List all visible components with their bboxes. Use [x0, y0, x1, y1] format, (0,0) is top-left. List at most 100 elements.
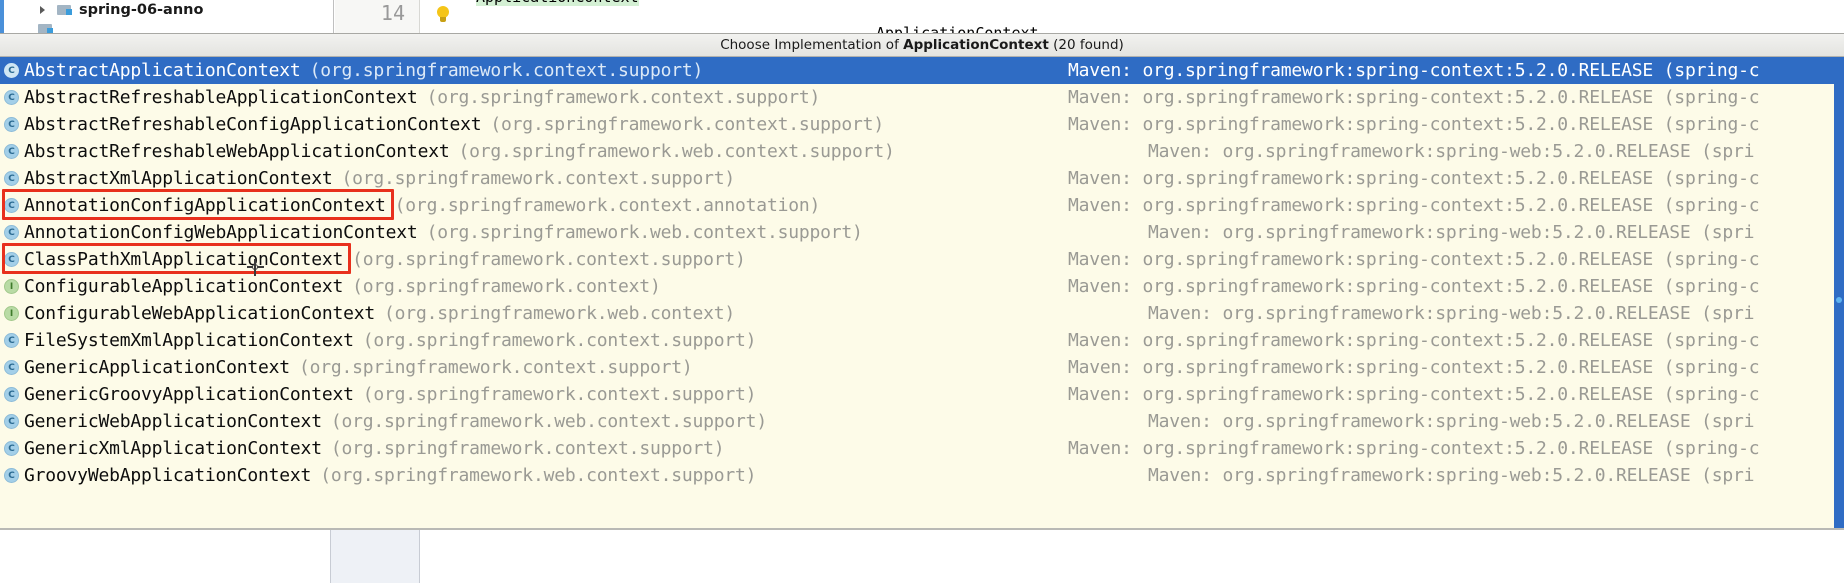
list-item[interactable]: C FileSystemXmlApplicationContext (org.spr…: [0, 327, 1844, 354]
module-folder-icon: [57, 3, 73, 17]
class-icon: C: [4, 360, 19, 375]
list-item-library: Maven: org.springframework:spring-contex…: [1068, 114, 1760, 135]
list-item-package: (org.springframework.web.context): [384, 303, 736, 324]
list-item[interactable]: C AnnotationConfigApplicationContext (org.…: [0, 192, 1844, 219]
editor-code-fragment: ApplicationContext: [476, 0, 639, 6]
bottom-divider: [0, 528, 1844, 530]
class-icon: C: [4, 441, 19, 456]
module-folder-icon: [38, 24, 54, 33]
list-item[interactable]: C AbstractRefreshableWebApplicationContex…: [0, 138, 1844, 165]
editor-code-fragment-2: ApplicationContext: [876, 24, 1039, 33]
list-item[interactable]: C GenericXmlApplicationContext (org.spring…: [0, 435, 1844, 462]
class-icon: C: [4, 225, 19, 240]
class-icon: C: [4, 198, 19, 213]
editor-gutter: 14: [335, 0, 420, 33]
list-item-package: (org.springframework.context.support): [426, 87, 821, 108]
list-item-library: Maven: org.springframework:spring-web:5.…: [1148, 411, 1755, 432]
list-item-library: Maven: org.springframework:spring-contex…: [1068, 384, 1760, 405]
list-item[interactable]: C AbstractXmlApplicationContext (org.sprin…: [0, 165, 1844, 192]
list-scrollbar[interactable]: [1834, 57, 1844, 528]
list-item-package: (org.springframework.web.context.support…: [458, 141, 895, 162]
list-item-class-name: ConfigurableWebApplicationContext: [24, 303, 376, 324]
list-item-package: (org.springframework.web.context.support…: [426, 222, 863, 243]
list-item-package: (org.springframework.context.support): [352, 249, 746, 270]
list-item-class-name: AbstractApplicationContext: [24, 60, 301, 81]
class-icon: C: [4, 333, 19, 348]
scrollbar-marker: [1836, 297, 1842, 303]
list-item-library: Maven: org.springframework:spring-contex…: [1068, 438, 1760, 459]
list-item-package: (org.springframework.context): [352, 276, 661, 297]
list-item-class-name: AbstractXmlApplicationContext: [24, 168, 333, 189]
list-item-class-name: GenericXmlApplicationContext: [24, 438, 322, 459]
list-item-class-name: AbstractRefreshableConfigApplicationCont…: [24, 114, 482, 135]
list-item[interactable]: C GenericGroovyApplicationContext (org.spr…: [0, 381, 1844, 408]
project-tree-node[interactable]: spring-06-anno: [38, 2, 203, 18]
popup-title: Choose Implementation of ApplicationCont…: [720, 37, 1124, 53]
list-item-class-name: GenericGroovyApplicationContext: [24, 384, 354, 405]
list-item-class-name: AbstractRefreshableWebApplicationContext: [24, 141, 450, 162]
list-item-class-name: ClassPathXmlApplicationContext: [24, 249, 344, 270]
list-item-class-name: GenericWebApplicationContext: [24, 411, 322, 432]
popup-title-symbol: ApplicationContext: [903, 37, 1049, 53]
class-icon: C: [4, 63, 19, 78]
list-item-library: Maven: org.springframework:spring-contex…: [1068, 357, 1760, 378]
class-icon: C: [4, 90, 19, 105]
list-item-class-name: GenericApplicationContext: [24, 357, 290, 378]
list-item-class-name: AnnotationConfigApplicationContext: [24, 195, 386, 216]
list-item[interactable]: C GenericApplicationContext (org.springfra…: [0, 354, 1844, 381]
list-item-package: (org.springframework.web.context.support…: [320, 465, 757, 486]
list-item-class-name: AbstractRefreshableApplicationContext: [24, 87, 418, 108]
list-item-package: (org.springframework.web.context.support…: [330, 411, 767, 432]
list-item-package: (org.springframework.context.support): [298, 357, 693, 378]
list-item[interactable]: C ClassPathXmlApplicationContext (org.spri…: [0, 246, 1844, 273]
project-tree-node-label: spring-06-anno: [79, 2, 204, 18]
interface-icon: I: [4, 279, 19, 294]
gutter-line-number: 14: [380, 1, 405, 25]
popup-header: Choose Implementation of ApplicationCont…: [0, 34, 1844, 57]
list-item-package: (org.springframework.context.support): [362, 384, 757, 405]
lightbulb-icon[interactable]: [436, 6, 449, 23]
list-item-library: Maven: org.springframework:spring-contex…: [1068, 195, 1760, 216]
list-item[interactable]: C AbstractRefreshableApplicationContext (o…: [0, 84, 1844, 111]
list-item[interactable]: C AnnotationConfigWebApplicationContext (o…: [0, 219, 1844, 246]
class-icon: C: [4, 387, 19, 402]
list-item[interactable]: C AbstractApplicationContext (org.springfr…: [0, 57, 1844, 84]
chevron-right-icon[interactable]: [38, 5, 49, 16]
list-item-library: Maven: org.springframework:spring-web:5.…: [1148, 222, 1755, 243]
list-item-library: Maven: org.springframework:spring-contex…: [1068, 276, 1760, 297]
bottom-panel-cell: [330, 530, 420, 583]
list-item-package: (org.springframework.context.support): [309, 60, 704, 81]
choose-implementation-popup: Choose Implementation of ApplicationCont…: [0, 33, 1844, 528]
list-item-class-name: AnnotationConfigWebApplicationContext: [24, 222, 418, 243]
list-item-package: (org.springframework.context.support): [330, 438, 725, 459]
editor-area[interactable]: ApplicationContext ApplicationContext: [421, 0, 1844, 33]
list-item-class-name: GroovyWebApplicationContext: [24, 465, 312, 486]
list-item[interactable]: C GenericWebApplicationContext (org.spring…: [0, 408, 1844, 435]
list-item-package: (org.springframework.context.support): [362, 330, 757, 351]
list-item-package: (org.springframework.context.annotation): [394, 195, 821, 216]
class-icon: C: [4, 144, 19, 159]
below-popup-strip: [0, 528, 1844, 583]
implementation-list[interactable]: C AbstractApplicationContext (org.springfr…: [0, 57, 1844, 528]
project-tree-node-partial[interactable]: [38, 24, 54, 33]
list-item-library: Maven: org.springframework:spring-contex…: [1068, 168, 1760, 189]
list-item-class-name: FileSystemXmlApplicationContext: [24, 330, 354, 351]
popup-title-suffix: (20 found): [1048, 37, 1124, 53]
class-icon: C: [4, 252, 19, 267]
popup-title-prefix: Choose Implementation of: [720, 37, 904, 53]
list-item-package: (org.springframework.context.support): [341, 168, 736, 189]
list-item-library: Maven: org.springframework:spring-contex…: [1068, 60, 1760, 81]
list-item-library: Maven: org.springframework:spring-contex…: [1068, 330, 1760, 351]
class-icon: C: [4, 171, 19, 186]
list-item-library: Maven: org.springframework:spring-contex…: [1068, 249, 1760, 270]
list-item-package: (org.springframework.context.support): [490, 114, 884, 135]
class-icon: C: [4, 414, 19, 429]
project-tool-window[interactable]: spring-06-anno: [4, 0, 334, 33]
list-item-library: Maven: org.springframework:spring-web:5.…: [1148, 465, 1755, 486]
list-item-library: Maven: org.springframework:spring-web:5.…: [1148, 141, 1755, 162]
